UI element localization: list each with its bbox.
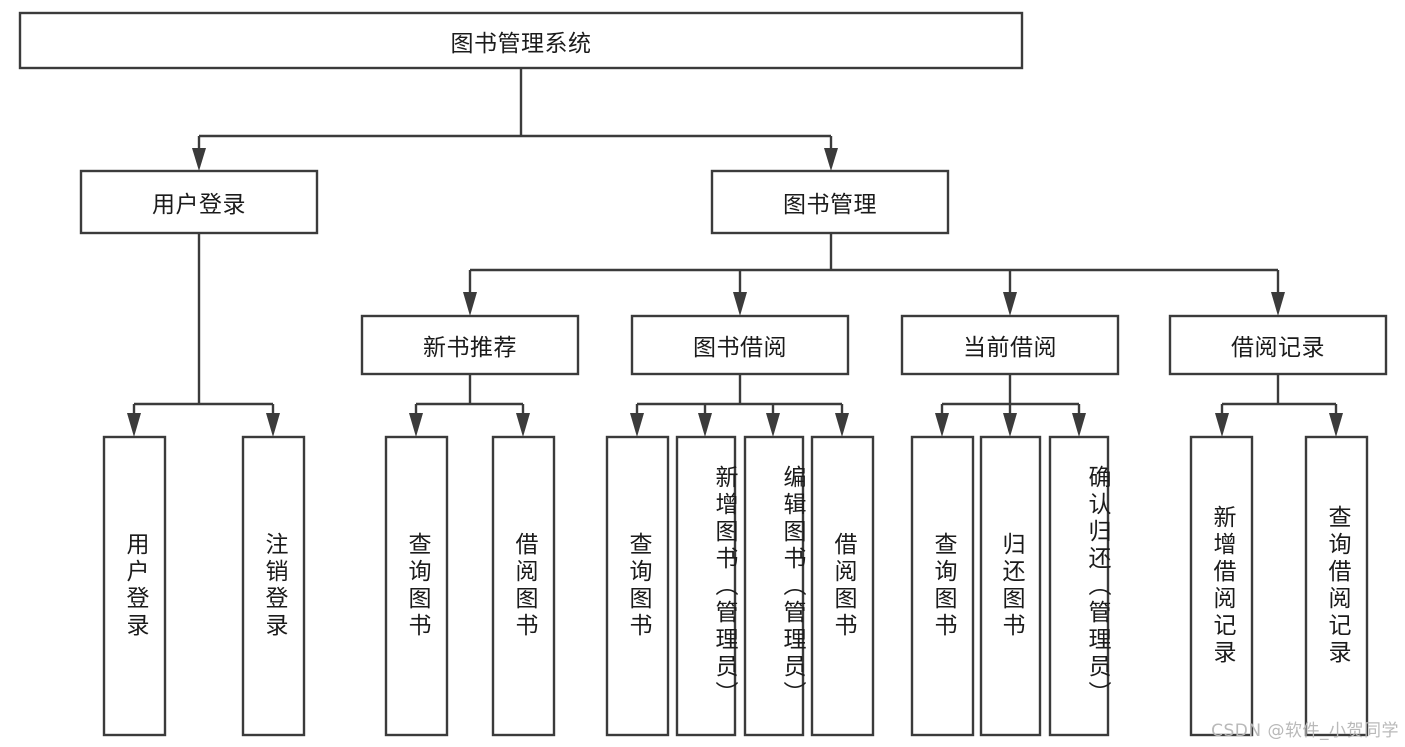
node-box-user-login[interactable] bbox=[79, 169, 319, 235]
connector-group-current-borrow bbox=[935, 374, 1086, 437]
node-box-root[interactable] bbox=[18, 11, 1024, 70]
node-box-leaf-query-book-3[interactable] bbox=[910, 435, 975, 737]
node-box-book-borrow[interactable] bbox=[630, 314, 850, 376]
node-box-leaf-logout[interactable] bbox=[241, 435, 306, 737]
node-box-leaf-add-book[interactable] bbox=[675, 435, 737, 737]
node-box-current-borrow[interactable] bbox=[900, 314, 1120, 376]
node-box-book-manage[interactable] bbox=[710, 169, 950, 235]
connector-group-root bbox=[192, 68, 838, 171]
connector-group-user-login bbox=[127, 233, 280, 437]
node-box-new-book-rec[interactable] bbox=[360, 314, 580, 376]
node-box-leaf-add-record[interactable] bbox=[1189, 435, 1254, 737]
node-box-leaf-user-login[interactable] bbox=[102, 435, 167, 737]
node-box-leaf-query-record[interactable] bbox=[1304, 435, 1369, 737]
node-box-leaf-confirm-return[interactable] bbox=[1048, 435, 1110, 737]
node-box-leaf-return-book[interactable] bbox=[979, 435, 1042, 737]
connector-group-borrow-record bbox=[1215, 374, 1343, 437]
connector-group-book-manage bbox=[463, 233, 1285, 316]
node-box-leaf-borrow-book-1[interactable] bbox=[491, 435, 556, 737]
node-box-leaf-edit-book[interactable] bbox=[743, 435, 805, 737]
node-box-leaf-query-book-2[interactable] bbox=[605, 435, 670, 737]
csdn-watermark: CSDN @软件_小贺同学 bbox=[1211, 721, 1399, 741]
node-box-leaf-borrow-book-2[interactable] bbox=[810, 435, 875, 737]
node-box-leaf-query-book-1[interactable] bbox=[384, 435, 449, 737]
connector-group-new-book-rec bbox=[409, 374, 530, 437]
connector-group-book-borrow bbox=[630, 374, 849, 437]
node-box-borrow-record[interactable] bbox=[1168, 314, 1388, 376]
